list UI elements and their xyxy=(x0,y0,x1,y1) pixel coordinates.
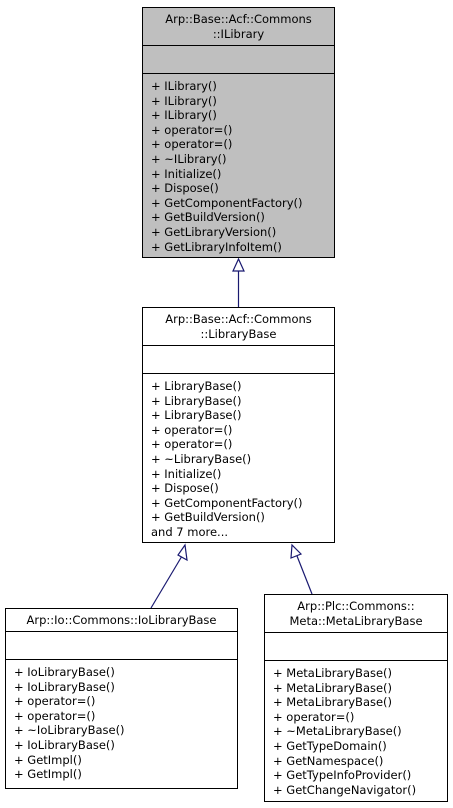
class-title: Arp::Io::Commons::IoLibraryBase xyxy=(6,609,237,632)
operation: + Initialize() xyxy=(151,466,222,481)
title-line: Arp::Base::Acf::Commons xyxy=(165,12,312,26)
operation: + IoLibraryBase() xyxy=(14,737,115,752)
operation: + MetaLibraryBase() xyxy=(273,666,393,680)
class-box-ilibrary[interactable]: Arp::Base::Acf::Commons ::ILibrary + ILi… xyxy=(142,7,335,258)
operation: + IoLibraryBase() xyxy=(14,665,115,679)
operation: + operator=() xyxy=(151,422,233,437)
operation: + GetComponentFactory() xyxy=(151,495,303,510)
attributes-compartment xyxy=(265,633,447,661)
operation: + MetaLibraryBase() xyxy=(273,695,393,710)
operation: + operator=() xyxy=(273,709,355,724)
edge-metalibrarybase-to-librarybase xyxy=(296,555,313,595)
operation: + GetChangeNavigator() xyxy=(273,782,417,797)
operation: + ~LibraryBase() xyxy=(151,451,252,466)
class-title: Arp::Plc::Commons:: Meta::MetaLibraryBas… xyxy=(265,595,447,633)
operation: + MetaLibraryBase() xyxy=(273,680,393,695)
operation: + LibraryBase() xyxy=(151,379,242,393)
operation: + GetImpl() xyxy=(14,752,82,767)
operation: + ILibrary() xyxy=(151,108,217,123)
operation: + ~ILibrary() xyxy=(151,151,227,166)
class-title: Arp::Base::Acf::Commons ::ILibrary xyxy=(143,8,334,46)
operation: + GetBuildVersion() xyxy=(151,510,265,525)
operation: + operator=() xyxy=(14,708,96,723)
edge-iolibrarybase-to-librarybase xyxy=(150,555,183,609)
operation: + ILibrary() xyxy=(151,79,217,93)
title-line: Meta::MetaLibraryBase xyxy=(289,614,423,628)
operation: + Dispose() xyxy=(151,181,219,196)
operation: + GetLibraryInfoItem() xyxy=(151,239,282,254)
operation: + GetBuildVersion() xyxy=(151,210,265,225)
operation: + operator=() xyxy=(151,122,233,137)
operation: + LibraryBase() xyxy=(151,393,242,408)
operation: + GetComponentFactory() xyxy=(151,195,303,210)
operation: + operator=() xyxy=(14,694,96,709)
operation: + Dispose() xyxy=(151,481,219,496)
operation: + ~MetaLibraryBase() xyxy=(273,724,402,739)
operation: + GetImpl() xyxy=(14,767,82,782)
operation: + operator=() xyxy=(151,437,233,452)
operation: + LibraryBase() xyxy=(151,408,242,423)
operation: + ~IoLibraryBase() xyxy=(14,723,125,738)
operations-compartment: + LibraryBase() + LibraryBase() + Librar… xyxy=(143,374,334,540)
title-line: ::ILibrary xyxy=(212,27,265,41)
title-line: Arp::Plc::Commons:: xyxy=(297,599,415,613)
attributes-compartment xyxy=(6,632,237,660)
more-operations-link[interactable]: and 7 more... xyxy=(151,524,229,539)
operation: + GetTypeInfoProvider() xyxy=(273,768,412,783)
arrowhead-ilibrary xyxy=(232,257,245,272)
class-box-metalibrarybase[interactable]: Arp::Plc::Commons:: Meta::MetaLibraryBas… xyxy=(264,594,448,802)
operation: + GetNamespace() xyxy=(273,753,384,768)
operations-compartment: + MetaLibraryBase() + MetaLibraryBase() … xyxy=(265,661,447,797)
operations-compartment: + ILibrary() + ILibrary() + ILibrary() +… xyxy=(143,74,334,254)
operation: + IoLibraryBase() xyxy=(14,679,115,694)
title-line: ::LibraryBase xyxy=(200,327,277,341)
arrowhead-librarybase-right xyxy=(290,543,303,559)
attributes-compartment xyxy=(143,46,334,74)
arrowhead-librarybase-left xyxy=(177,543,188,562)
title-line: Arp::Base::Acf::Commons xyxy=(165,312,312,326)
class-title: Arp::Base::Acf::Commons ::LibraryBase xyxy=(143,308,334,346)
operation: + ILibrary() xyxy=(151,93,217,108)
operation: + Initialize() xyxy=(151,166,222,181)
class-box-iolibrarybase[interactable]: Arp::Io::Commons::IoLibraryBase + IoLibr… xyxy=(5,608,238,789)
operation: + operator=() xyxy=(151,137,233,152)
class-box-librarybase[interactable]: Arp::Base::Acf::Commons ::LibraryBase + … xyxy=(142,307,335,543)
operation: + GetTypeDomain() xyxy=(273,738,387,753)
title-line: Arp::Io::Commons::IoLibraryBase xyxy=(26,613,217,627)
operation: + GetLibraryVersion() xyxy=(151,224,277,239)
operations-compartment: + IoLibraryBase() + IoLibraryBase() + op… xyxy=(6,660,237,782)
attributes-compartment xyxy=(143,346,334,374)
